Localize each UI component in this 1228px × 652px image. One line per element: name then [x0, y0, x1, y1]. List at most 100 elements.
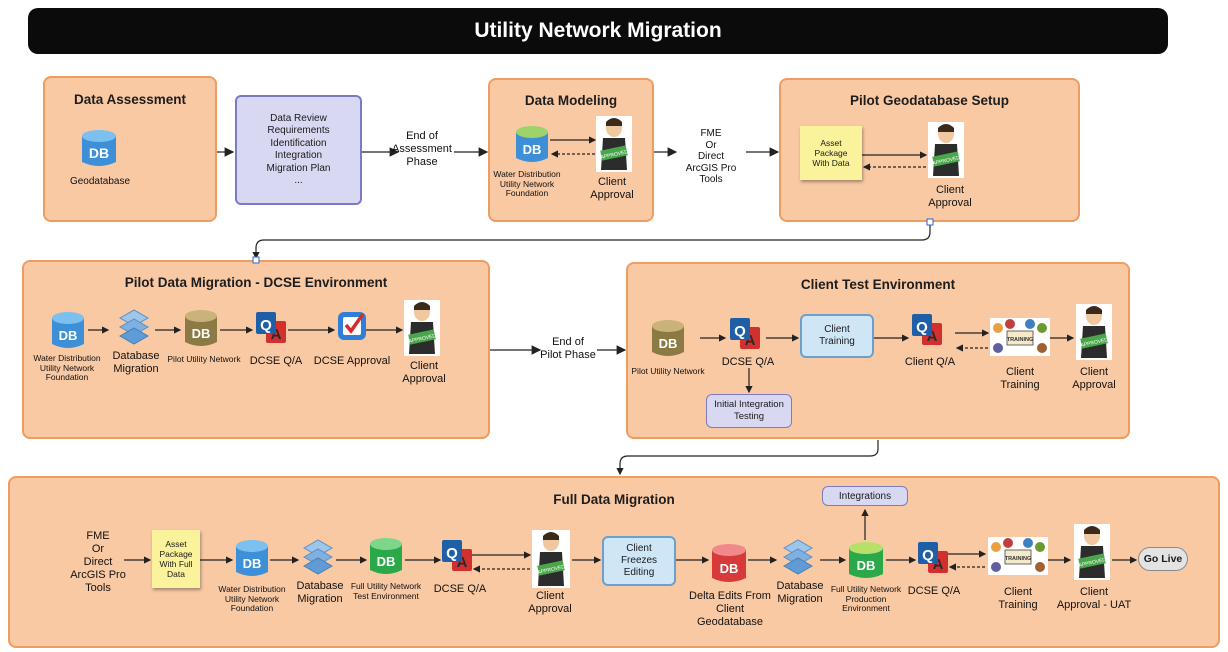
water-distribution-label: Water Distribution Utility Network Found… — [33, 353, 101, 382]
database-migration-label: Database Migration — [776, 580, 824, 605]
client-approval-label: Client Approval — [402, 360, 446, 385]
review-line: Migration Plan — [266, 162, 331, 174]
panel-title: Pilot Data Migration - DCSE Environment — [124, 275, 388, 290]
review-line: Identification — [270, 137, 327, 149]
qa-icon: A Q — [256, 312, 286, 343]
initial-integration-testing-box: Initial Integration Testing — [706, 394, 792, 428]
training-group-icon: TRAINING — [988, 537, 1048, 575]
qa-icon: A Q — [730, 318, 760, 349]
fme-tools-label: FME Or Direct ArcGIS Pro Tools — [685, 128, 737, 185]
svg-text:APPROVED: APPROVED — [408, 333, 437, 345]
client-training-label: Client Training — [1000, 366, 1040, 391]
approved-person-icon: APPROVED — [1074, 524, 1110, 580]
svg-text:A: A — [927, 328, 938, 345]
training-group-icon: TRAINING — [990, 318, 1050, 356]
dcse-qa-label: DCSE Q/A — [249, 355, 303, 367]
database-migration-label: Database Migration — [112, 350, 160, 375]
panel-title: Full Data Migration — [553, 492, 675, 507]
asset-package-note: Asset Package With Data — [800, 126, 862, 180]
dcse-qa-label: DCSE Q/A — [721, 356, 775, 368]
svg-text:APPROVED: APPROVED — [600, 149, 629, 161]
client-approval-label: Client Approval — [1072, 366, 1116, 391]
client-approval-uat-label: Client Approval - UAT — [1056, 586, 1132, 611]
svg-text:DB: DB — [857, 558, 876, 573]
end-of-assessment-label: End of Assessment Phase — [392, 130, 452, 168]
svg-text:DB: DB — [243, 556, 262, 571]
svg-text:Q: Q — [446, 545, 458, 562]
svg-text:A: A — [745, 332, 756, 349]
dcse-qa-label: DCSE Q/A — [907, 585, 961, 597]
database-icon: DB — [712, 544, 746, 582]
svg-text:APPROVED: APPROVED — [1078, 557, 1107, 569]
database-icon: DB — [849, 542, 883, 578]
approved-person-icon: APPROVED — [596, 116, 632, 172]
panel-title: Client Test Environment — [800, 277, 956, 292]
pilot-utility-network-label: Pilot Utility Network — [167, 354, 241, 364]
client-training-box: Client Training — [800, 314, 874, 358]
svg-text:Q: Q — [734, 323, 746, 340]
svg-text:APPROVED: APPROVED — [932, 155, 961, 167]
svg-text:A: A — [933, 556, 944, 573]
database-icon: DB — [185, 310, 217, 346]
data-review-box: Data Review Requirements Identification … — [235, 95, 362, 205]
svg-text:APPROVED: APPROVED — [537, 564, 566, 576]
qa-icon: A Q — [912, 314, 942, 345]
database-icon: DB — [52, 312, 84, 348]
svg-text:DB: DB — [523, 142, 542, 157]
svg-text:DB: DB — [192, 326, 211, 341]
database-migration-icon — [782, 539, 814, 575]
review-line: Data Review — [270, 112, 327, 124]
svg-text:TRAINING: TRAINING — [1005, 556, 1032, 562]
fme-tools-label: FME Or Direct ArcGIS Pro Tools — [70, 530, 126, 594]
database-icon: DB — [82, 130, 116, 166]
review-line: ... — [294, 175, 303, 186]
panel-title: Pilot Geodatabase Setup — [849, 93, 1010, 108]
svg-text:TRAINING: TRAINING — [1007, 337, 1034, 343]
svg-text:A: A — [271, 326, 282, 343]
water-distribution-label: Water Distribution Utility Network Found… — [493, 169, 561, 198]
dcse-qa-label: DCSE Q/A — [433, 583, 487, 595]
review-line: Integration — [274, 150, 323, 161]
asset-package-note: Asset Package With Full Data — [152, 530, 200, 588]
dcse-approval-label: DCSE Approval — [313, 355, 391, 367]
approved-person-icon: APPROVED — [404, 300, 440, 356]
database-migration-label: Database Migration — [296, 580, 344, 605]
full-utility-network-test-label: Full Utility Network Test Environment — [350, 581, 422, 601]
client-qa-label: Client Q/A — [904, 356, 956, 368]
water-distribution-label: Water Distribution Utility Network Found… — [218, 584, 286, 613]
panel-title: Data Modeling — [524, 93, 618, 108]
review-line: Requirements — [267, 125, 330, 136]
database-icon: DB — [652, 320, 684, 356]
checkbox-approval-icon — [338, 312, 366, 340]
database-migration-icon — [302, 539, 334, 575]
svg-text:Q: Q — [916, 319, 928, 336]
client-approval-label: Client Approval — [590, 176, 634, 201]
svg-text:DB: DB — [659, 336, 678, 351]
database-icon: DB — [516, 126, 548, 162]
client-approval-label: Client Approval — [928, 184, 972, 209]
svg-text:DB: DB — [720, 561, 739, 576]
qa-icon: A Q — [442, 540, 472, 571]
end-of-pilot-label: End of Pilot Phase — [540, 336, 596, 361]
delta-edits-label: Delta Edits From Client Geodatabase — [689, 590, 771, 628]
svg-text:Q: Q — [922, 547, 934, 564]
client-training-label: Client Training — [998, 586, 1038, 611]
approved-person-icon: APPROVED — [1076, 304, 1112, 360]
approved-person-icon: APPROVED — [532, 530, 570, 588]
database-icon: DB — [236, 540, 268, 576]
page-title: Utility Network Migration — [28, 8, 1168, 54]
svg-text:Q: Q — [260, 317, 272, 334]
geodatabase-label: Geodatabase — [69, 176, 131, 187]
svg-text:A: A — [457, 554, 468, 571]
svg-text:DB: DB — [377, 554, 396, 569]
client-freezes-editing-box: Client Freezes Editing — [602, 536, 676, 586]
integrations-box: Integrations — [822, 486, 908, 506]
qa-icon: A Q — [918, 542, 948, 573]
svg-text:APPROVED: APPROVED — [1080, 337, 1109, 349]
database-migration-icon — [118, 309, 150, 345]
panel-title: Data Assessment — [73, 92, 187, 107]
go-live-pill: Go Live — [1138, 547, 1188, 571]
approved-person-icon: APPROVED — [928, 122, 964, 178]
panel-data-assessment: Data Assessment — [43, 76, 217, 222]
